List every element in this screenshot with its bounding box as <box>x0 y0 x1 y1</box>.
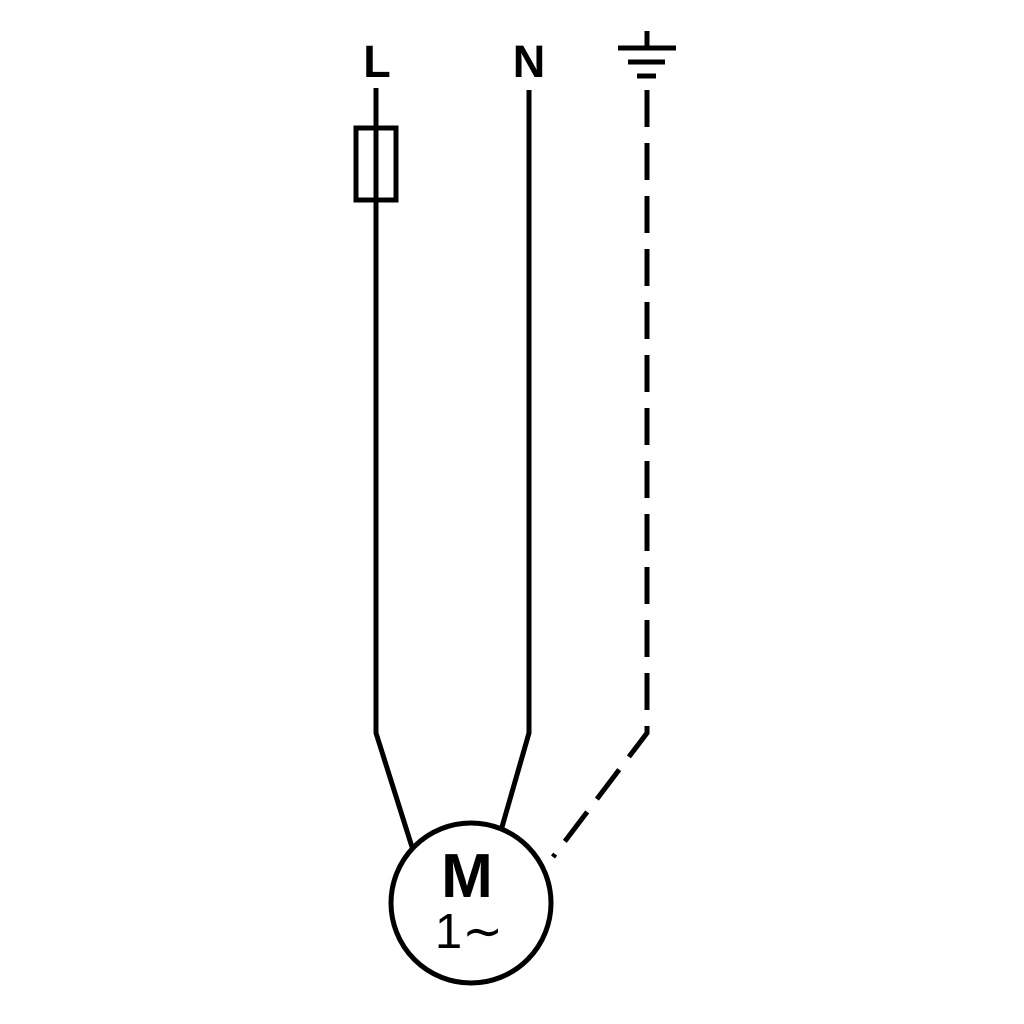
terminal-l-label: L <box>363 36 391 87</box>
n-wire <box>499 90 532 828</box>
motor-phase-label: 1∼ <box>435 905 503 959</box>
fuse-icon <box>353 125 399 203</box>
l-wire <box>373 88 415 848</box>
terminal-n-label: N <box>513 36 546 87</box>
motor-circle <box>388 820 554 986</box>
ground-wire <box>551 90 650 859</box>
motor-label: M <box>441 842 493 911</box>
earth-ground-icon <box>618 31 676 79</box>
